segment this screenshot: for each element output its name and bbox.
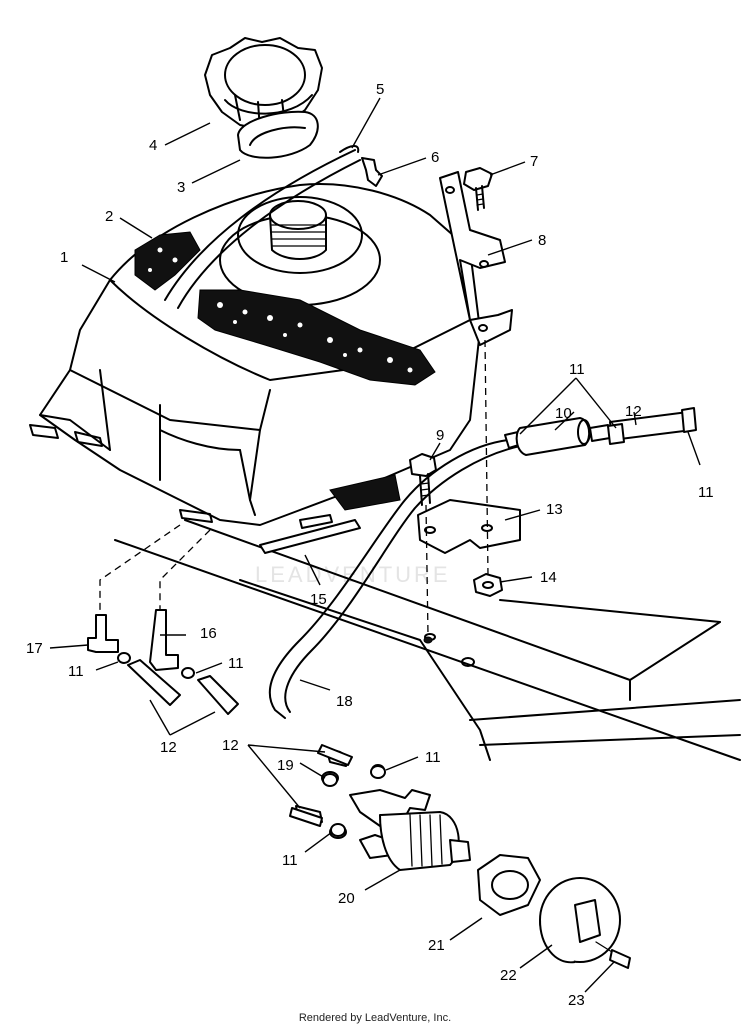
valve-hose-upper (317, 744, 353, 766)
callout-9: 9 (436, 427, 444, 444)
callout-23: 23 (568, 992, 585, 1009)
fuel-tank (29, 149, 481, 526)
hose-clamp-lower (330, 823, 346, 837)
valve-nut (477, 854, 541, 916)
callout-11d: 11 (228, 655, 244, 672)
callout-8: 8 (538, 232, 546, 249)
screw (595, 941, 631, 969)
callout-4: 4 (149, 137, 157, 154)
tank-bracket (417, 499, 521, 554)
tee-fitting (149, 609, 239, 715)
mounting-bracket (439, 171, 513, 346)
fuel-filter (504, 407, 697, 456)
callout-12a: 12 (625, 403, 642, 420)
callout-16: 16 (200, 625, 217, 642)
callout-11b: 11 (698, 484, 714, 501)
vent-hose (339, 145, 360, 153)
fuel-valve (295, 747, 471, 871)
callout-21: 21 (428, 937, 445, 954)
callout-5: 5 (376, 81, 384, 98)
callout-17: 17 (26, 640, 43, 657)
callout-numbers: 1 2 3 4 5 6 7 8 9 10 11 12 11 13 14 15 1… (26, 81, 714, 1009)
bolt (463, 167, 493, 211)
callout-2: 2 (105, 208, 113, 225)
hose-clamp-19 (322, 773, 338, 787)
callout-18: 18 (336, 693, 353, 710)
callout-12c: 12 (222, 737, 239, 754)
callout-11c: 11 (68, 663, 84, 680)
callout-13: 13 (546, 501, 563, 518)
leader-lines (49, 97, 701, 993)
callout-15: 15 (310, 591, 327, 608)
callout-11e: 11 (425, 749, 441, 766)
valve-knob (539, 877, 621, 964)
callout-6: 6 (431, 149, 439, 166)
filler-cap (204, 37, 323, 159)
callout-22: 22 (500, 967, 517, 984)
callout-7: 7 (530, 153, 538, 170)
callout-3: 3 (177, 179, 185, 196)
callout-20: 20 (338, 890, 355, 907)
valve-hose-lower (289, 807, 323, 827)
callout-19: 19 (277, 757, 294, 774)
vent-elbow (361, 157, 383, 187)
callout-11f: 11 (282, 852, 298, 869)
callout-1: 1 (60, 249, 68, 266)
fuel-line (268, 439, 509, 719)
callout-14: 14 (540, 569, 557, 586)
tank-elbow-fitting (87, 614, 181, 706)
nut (473, 573, 503, 597)
hose-clamp (370, 765, 386, 779)
frame-pad (259, 519, 361, 554)
footer-credit: Rendered by LeadVenture, Inc. (298, 1012, 452, 1024)
bolt-9 (409, 453, 437, 506)
callout-11a: 11 (569, 361, 585, 378)
callout-12b: 12 (160, 739, 177, 756)
callout-10: 10 (555, 405, 572, 422)
